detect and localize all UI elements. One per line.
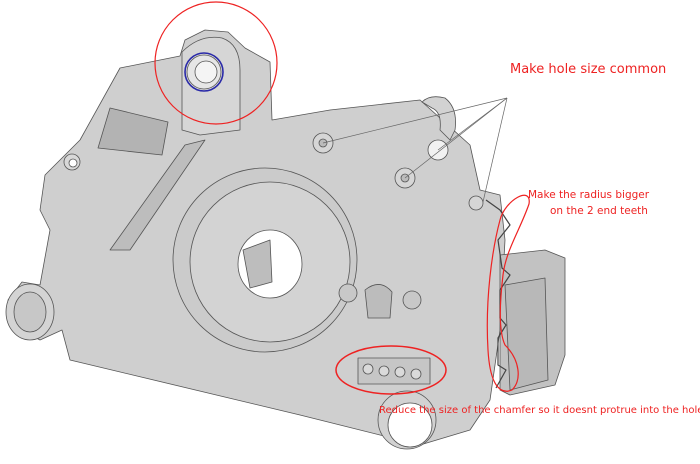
teeth-loop bbox=[486, 194, 530, 392]
left-lug-hole bbox=[68, 158, 78, 168]
center-hole-spline bbox=[242, 239, 273, 289]
top-boss-circle bbox=[154, 1, 278, 125]
chamfer-hole-2 bbox=[378, 365, 390, 377]
hook bbox=[421, 96, 456, 141]
chamfer-hole-1 bbox=[362, 363, 374, 375]
teeth-edge bbox=[485, 199, 511, 389]
mech-hole-1 bbox=[338, 283, 358, 303]
top-boss-highlight bbox=[184, 52, 224, 92]
chamfer-note: Reduce the size of the chamfer so it doe… bbox=[379, 405, 700, 416]
markup-layer bbox=[154, 1, 530, 395]
radius-note-line1: Make the radius bigger bbox=[528, 189, 650, 201]
top-boss-bore bbox=[194, 60, 218, 84]
hole-size-note: Make hole size common bbox=[510, 62, 667, 77]
side-box-face bbox=[504, 277, 549, 391]
left-cylinder-bore bbox=[13, 291, 47, 333]
chamfer-ellipse bbox=[335, 345, 447, 395]
hole-d bbox=[468, 195, 484, 211]
cad-part bbox=[5, 29, 566, 450]
mech-slot bbox=[364, 284, 393, 319]
radius-note-line2: on the 2 end teeth bbox=[550, 205, 648, 217]
chamfer-hole-4 bbox=[410, 368, 422, 380]
bottom-ring-bore bbox=[387, 402, 433, 448]
leader-line bbox=[322, 97, 508, 144]
leader-line bbox=[404, 97, 508, 179]
diagonal-rib bbox=[109, 139, 206, 251]
mech-hole-2 bbox=[402, 290, 422, 310]
hole-leaders bbox=[322, 97, 508, 203]
leader-line bbox=[482, 97, 508, 203]
chamfer-hole-3 bbox=[394, 366, 406, 378]
shaded-panel bbox=[97, 107, 169, 156]
